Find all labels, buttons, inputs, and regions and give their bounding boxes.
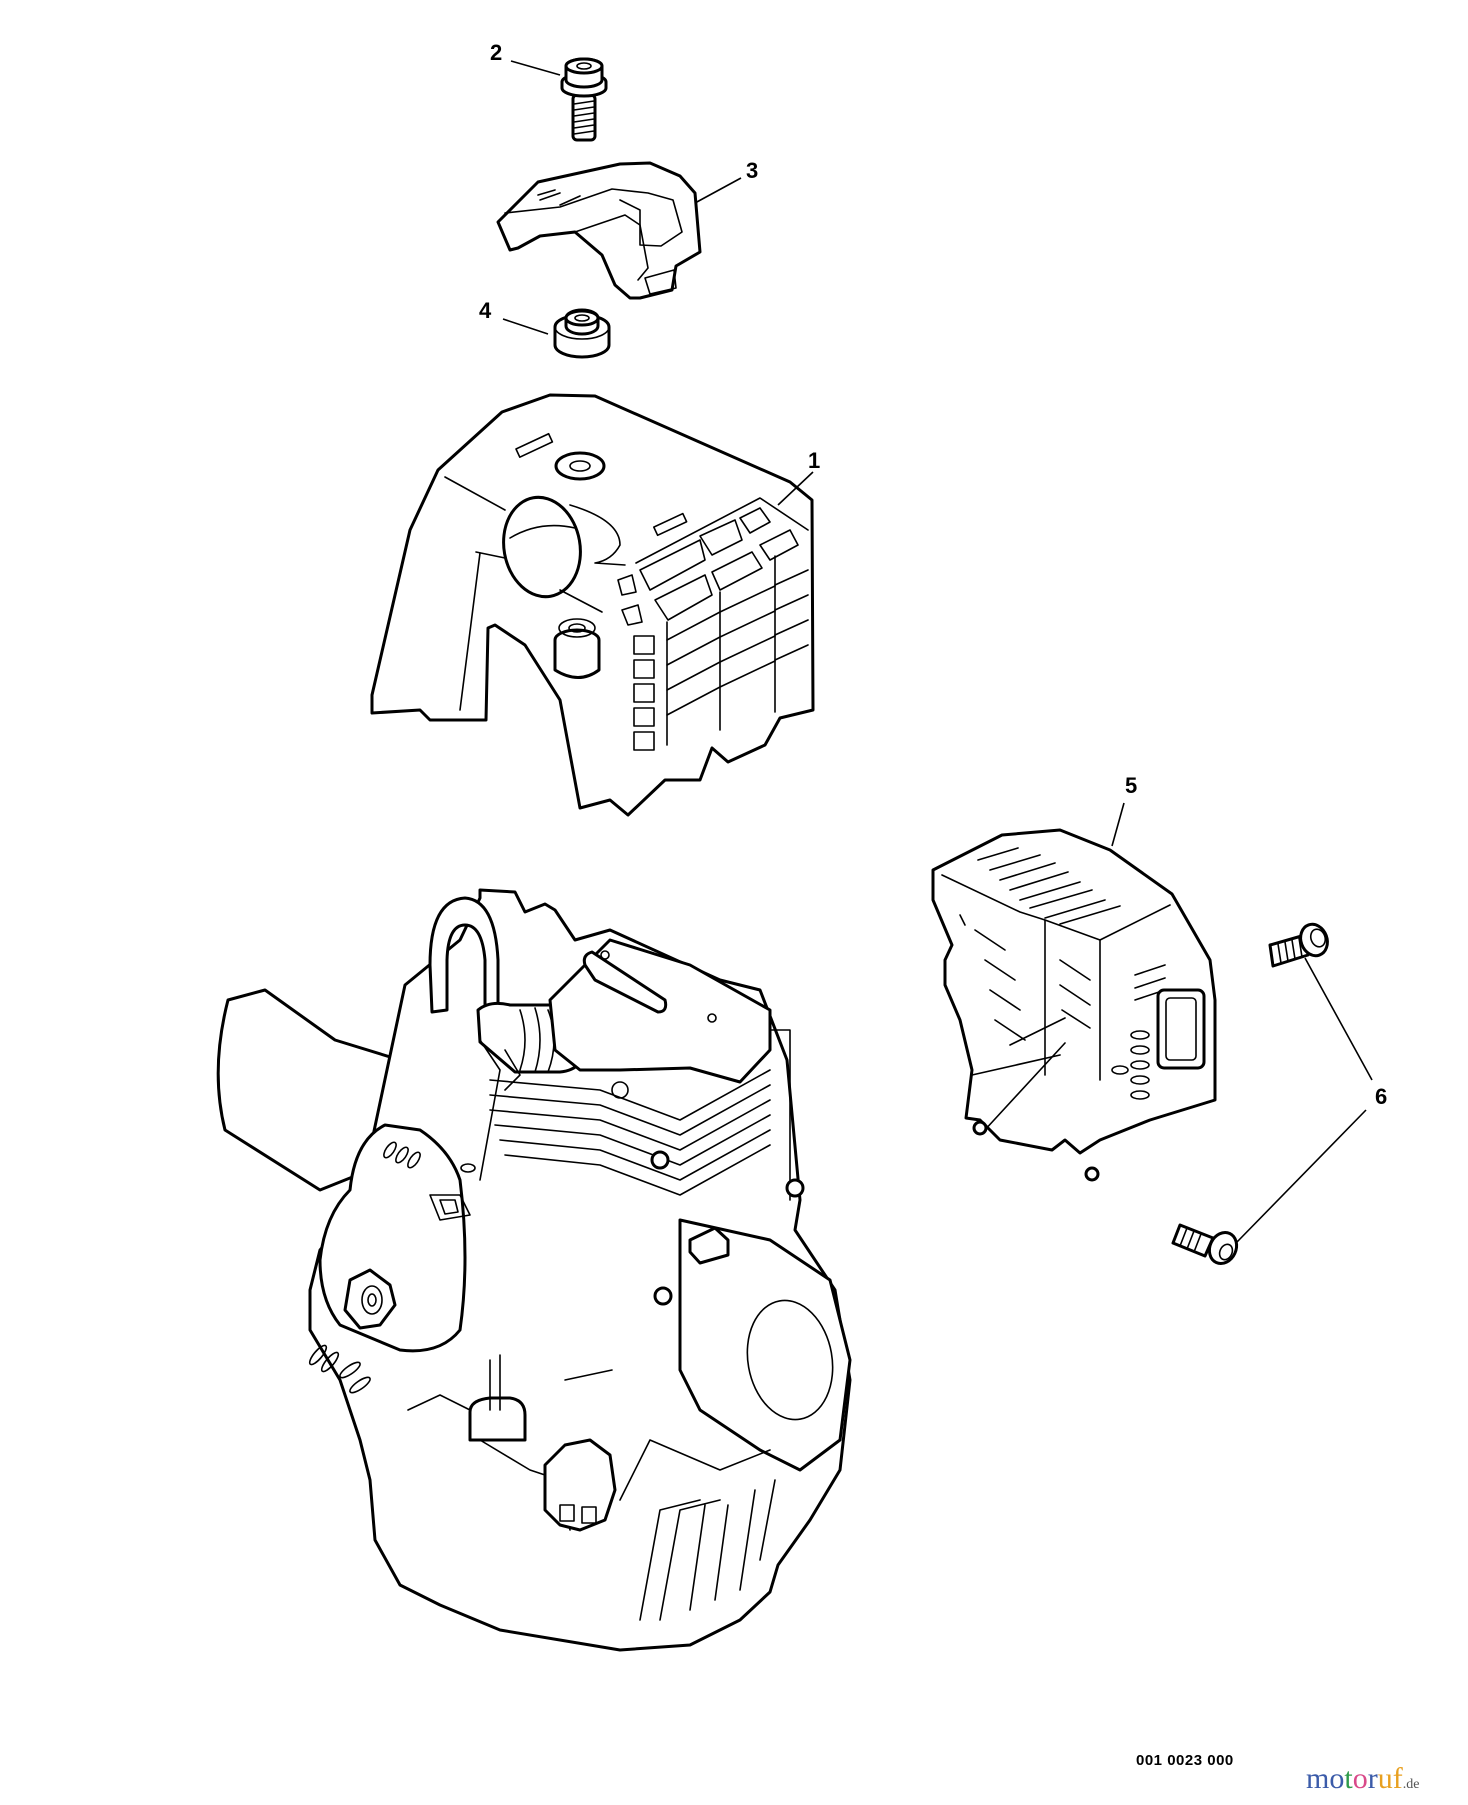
bracket-3-icon	[496, 161, 702, 300]
watermark-letter: o	[1329, 1762, 1345, 1795]
engine-assembly-icon	[216, 888, 852, 1652]
watermark-logo: motoruf.de	[1306, 1764, 1419, 1794]
leader-6-upper	[1304, 957, 1373, 1081]
bolt-2-icon	[560, 57, 608, 142]
watermark-letter: t	[1344, 1762, 1353, 1795]
watermark-letter: m	[1306, 1762, 1330, 1795]
callout-5: 5	[1125, 773, 1138, 798]
grommet-4-icon	[553, 308, 611, 359]
watermark-suffix: .de	[1402, 1777, 1420, 1792]
leader-6-lower	[1236, 1109, 1367, 1243]
leader-3	[694, 177, 742, 204]
callout-1: 1	[808, 448, 821, 473]
drawing-number: 001 0023 000	[1136, 1752, 1234, 1769]
leader-5	[1111, 802, 1125, 847]
bolt-6-upper-icon	[1268, 922, 1329, 968]
callout-3: 3	[746, 158, 759, 183]
callout-2: 2	[490, 40, 503, 65]
watermark-letter: u	[1377, 1762, 1393, 1795]
callout-4: 4	[479, 298, 492, 323]
leader-1	[777, 471, 814, 506]
callout-6: 6	[1375, 1084, 1388, 1109]
leader-4	[502, 318, 549, 335]
leader-2	[510, 60, 561, 76]
bolt-6-lower-icon	[1171, 1223, 1239, 1266]
watermark-letter: o	[1352, 1762, 1368, 1795]
engine-cover-1-icon	[370, 393, 815, 817]
watermark-letter: r	[1367, 1762, 1378, 1795]
muffler-cover-5-icon	[931, 828, 1217, 1182]
watermark-letter: f	[1392, 1762, 1403, 1795]
